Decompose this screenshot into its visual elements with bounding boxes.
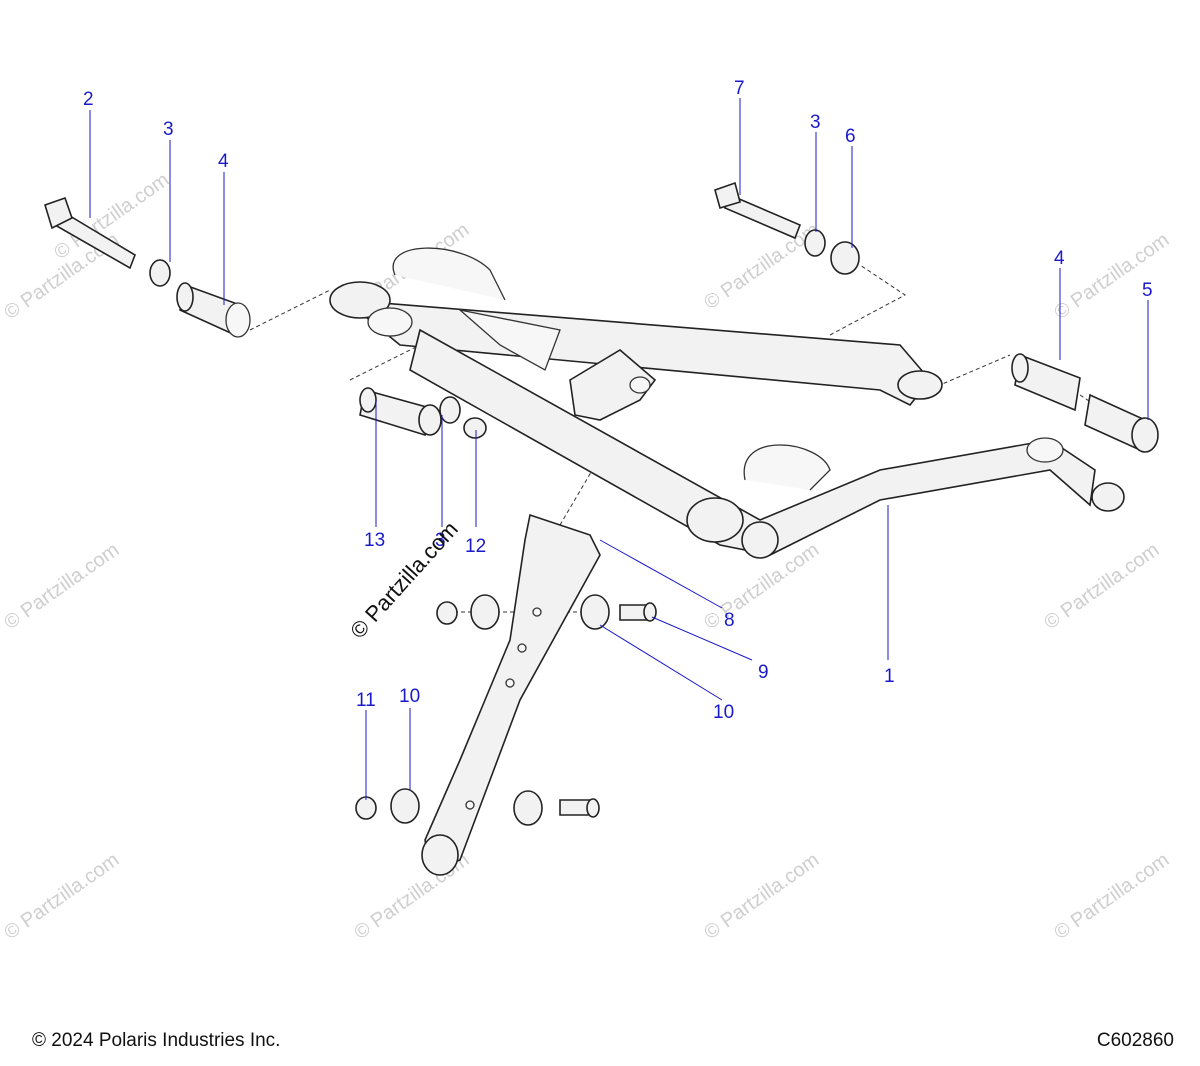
bolt-7 [714, 181, 802, 240]
a-arm [329, 247, 1125, 559]
callout-13: 13 [364, 530, 385, 551]
bushing-13 [359, 387, 442, 437]
callout-11: 11 [356, 690, 376, 711]
copyright-text: © 2024 Polaris Industries Inc. [32, 1030, 281, 1051]
nut-12 [463, 417, 487, 439]
callout-4: 4 [1054, 248, 1065, 269]
washer-10-lower-left [390, 788, 420, 824]
callout-2: 2 [83, 89, 94, 110]
bushing-4b [1011, 353, 1081, 412]
watermark: © Partzilla.com [1050, 849, 1173, 944]
callout-1: 1 [884, 666, 895, 687]
callout-3: 3 [435, 530, 446, 551]
callout-4: 4 [218, 151, 229, 172]
callout-9: 9 [758, 662, 769, 683]
bolt-lower [559, 798, 600, 818]
callout-12: 12 [465, 536, 486, 557]
bolt-2 [44, 196, 136, 270]
bolt-9 [619, 602, 657, 622]
diagram-code: C602860 [1096, 1030, 1174, 1051]
watermark: © Partzilla.com [1050, 229, 1173, 324]
callout-5: 5 [1142, 280, 1153, 301]
leader-lines [89, 98, 1149, 800]
washer-3a [149, 259, 171, 287]
watermark: © Partzilla.com [700, 219, 823, 314]
bushing-5 [1084, 393, 1159, 453]
washer-3b [804, 229, 826, 257]
callout-10: 10 [713, 702, 734, 723]
nut-11 [355, 796, 377, 820]
callouts: 2 3 4 7 3 6 4 5 13 3 12 8 9 10 1 11 10 [83, 78, 1153, 723]
washer-3c [439, 396, 461, 424]
watermark: © Partzilla.com [700, 849, 823, 944]
washer-10-upper-left [470, 594, 500, 630]
nut-upper [436, 601, 458, 625]
callout-3: 3 [163, 119, 174, 140]
bushing-4a [176, 282, 251, 338]
washer-10-upper-right [580, 594, 610, 630]
link-bar [421, 513, 601, 876]
watermark: © Partzilla.com [1040, 539, 1163, 634]
callout-6: 6 [845, 126, 856, 147]
callout-10: 10 [399, 686, 420, 707]
washer-10-lower-right [513, 790, 543, 826]
washer-6 [830, 241, 860, 275]
callout-3: 3 [810, 112, 821, 133]
watermark: © Partzilla.com [0, 539, 123, 634]
callout-7: 7 [734, 78, 745, 99]
callout-8: 8 [724, 610, 735, 631]
watermark: © Partzilla.com [0, 849, 123, 944]
